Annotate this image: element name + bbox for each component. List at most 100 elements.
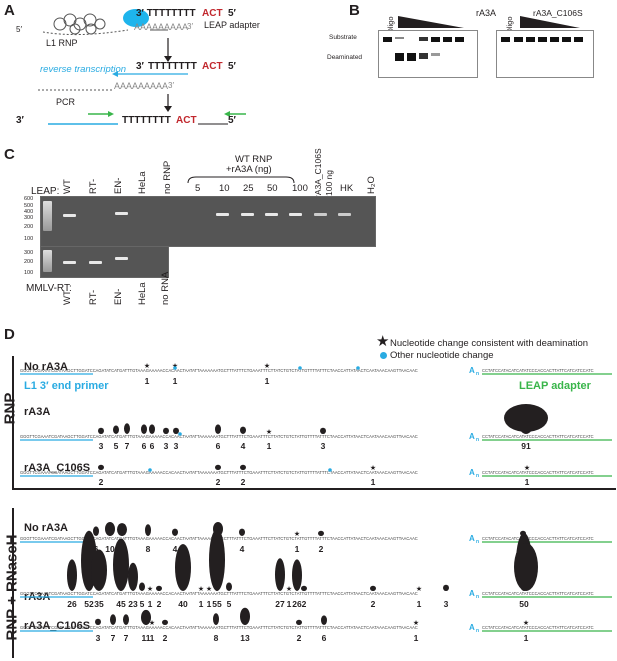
deamination-blob	[318, 530, 324, 537]
sequence-left-5: GGGTTCGAAATCGATAAGCTTGGATCCAGATATCATGATT…	[20, 591, 418, 596]
count-label: 3	[444, 599, 449, 609]
count-label: 1	[145, 376, 150, 386]
deamination-star: ★	[286, 585, 292, 593]
deamination-blob	[117, 523, 127, 536]
deamination-blob	[156, 585, 162, 592]
count-label: 4	[240, 544, 245, 554]
count-label: 8	[214, 633, 219, 643]
panel-d-letter: D	[4, 326, 15, 343]
count-label: 3	[174, 441, 179, 451]
deamination-star: ★	[294, 530, 300, 538]
count-label: 50	[519, 599, 529, 609]
gel-c-top-lane-9: 50	[267, 183, 278, 194]
count-label: 1	[150, 633, 155, 643]
l1-rnp-label: L1 RNP	[46, 38, 78, 48]
count-label: 5	[140, 599, 145, 609]
count-label: 26	[292, 599, 302, 609]
count-label: 7	[111, 633, 116, 643]
poly-a-tail: AAAAAAAAA	[134, 22, 189, 32]
row2-poly-a: AAAAAAAAA	[114, 81, 169, 91]
rnp-group-bracket	[12, 356, 14, 488]
deamination-blob-large	[514, 543, 538, 591]
deamination-star: ★	[172, 362, 178, 370]
legend-star-label: Nucleotide change consistent with deamin…	[390, 338, 589, 349]
deamination-blob	[141, 609, 151, 625]
row-label-1: No rA3A	[24, 361, 68, 373]
ladder-top-600: 600	[24, 196, 34, 202]
panel-a-letter: A	[4, 2, 15, 19]
count-label: 1	[295, 544, 300, 554]
count-label: 1	[524, 633, 529, 643]
ladder-top-300: 300	[24, 215, 34, 221]
deamination-blob	[149, 424, 155, 435]
deamination-blob	[123, 614, 129, 626]
count-label: 40	[178, 599, 188, 609]
legend-dot-label: Other nucleotide change	[390, 350, 494, 361]
deamination-blob	[172, 528, 178, 536]
deamination-blob	[213, 613, 219, 625]
wt-rnp-sub: +rA3A (ng)	[226, 164, 272, 175]
deamination-blob	[162, 619, 168, 626]
row3-3-end: 3′	[16, 115, 24, 126]
adapter-tail: ACT	[202, 8, 223, 19]
count-label: 1	[417, 599, 422, 609]
pcr-label: PCR	[56, 97, 76, 107]
count-label: 35	[94, 599, 104, 609]
count-label: 7	[124, 633, 129, 643]
deamination-blob	[292, 559, 302, 591]
row3-5-end: 5′	[228, 115, 236, 126]
deamination-star: ★	[523, 619, 529, 627]
sequence-left-2: GGGTTCGAAATCGATAAGCTTGGATCCAGATATCATGATT…	[20, 434, 418, 439]
an-tail-3: A	[469, 468, 475, 477]
gel2-title: rA3A_C106S	[533, 8, 583, 18]
row2-3-label: 3′	[168, 81, 174, 90]
an-sub-5: n	[476, 594, 479, 600]
deamination-star: ★	[370, 464, 376, 472]
deamination-blob	[320, 427, 326, 434]
ladder-top-100: 100	[24, 236, 34, 242]
deamination-blob	[209, 529, 225, 591]
count-label: 1	[267, 441, 272, 451]
other-change-dot	[356, 366, 360, 370]
count-label: 2	[302, 599, 307, 609]
other-change-dot	[173, 366, 177, 370]
reverse-transcription-label: reverse transcription	[40, 64, 127, 75]
count-label: 55	[212, 599, 222, 609]
count-label: 1	[207, 599, 212, 609]
count-label: 5	[114, 441, 119, 451]
an-sub-1: n	[476, 371, 479, 377]
gel-c-top-lane-12: HK	[340, 183, 354, 194]
count-label: 13	[240, 633, 250, 643]
sequence-right-3: CCTATCCATACATCATATCCCACCACTTATTCATCATCCA…	[482, 470, 594, 475]
count-label: 1	[148, 599, 153, 609]
an-tail-6: A	[469, 623, 475, 632]
gel-c-top-lane-10: 100	[292, 183, 308, 194]
panel-b-letter: B	[349, 2, 360, 19]
count-label: 2	[157, 599, 162, 609]
panel-c-letter: C	[4, 146, 15, 163]
deamination-star: ★	[524, 464, 530, 472]
deamination-blob	[128, 562, 138, 591]
deamination-blob	[113, 538, 129, 591]
count-label: 6	[322, 633, 327, 643]
deamination-blob	[105, 522, 115, 536]
rt-enzyme-icon	[123, 9, 149, 27]
an-tail-4: A	[469, 534, 475, 543]
sequence-left-6: GGGTTCGAAATCGATAAGCTTGGATCCAGATATCATGATT…	[20, 625, 418, 630]
deamination-blob	[321, 615, 327, 625]
other-change-dot	[328, 468, 332, 472]
sequence-left-1: GGGTTCGAAATCGATAAGCTTGGATCCAGATATCATGATT…	[20, 368, 418, 373]
count-label: 2	[319, 544, 324, 554]
gel-c-top-lane-8: 25	[243, 183, 254, 194]
count-label: 27	[275, 599, 285, 609]
deamination-blob	[175, 544, 191, 591]
count-label: 3	[99, 441, 104, 451]
deamination-star: ★	[413, 619, 419, 627]
ladder-top-200: 200	[24, 224, 34, 230]
deamination-star: ★	[264, 362, 270, 370]
count-label: 2	[216, 477, 221, 487]
deamination-blob	[215, 424, 221, 435]
count-label: 1	[414, 633, 419, 643]
count-label: 1	[371, 477, 376, 487]
count-label: 6	[150, 441, 155, 451]
